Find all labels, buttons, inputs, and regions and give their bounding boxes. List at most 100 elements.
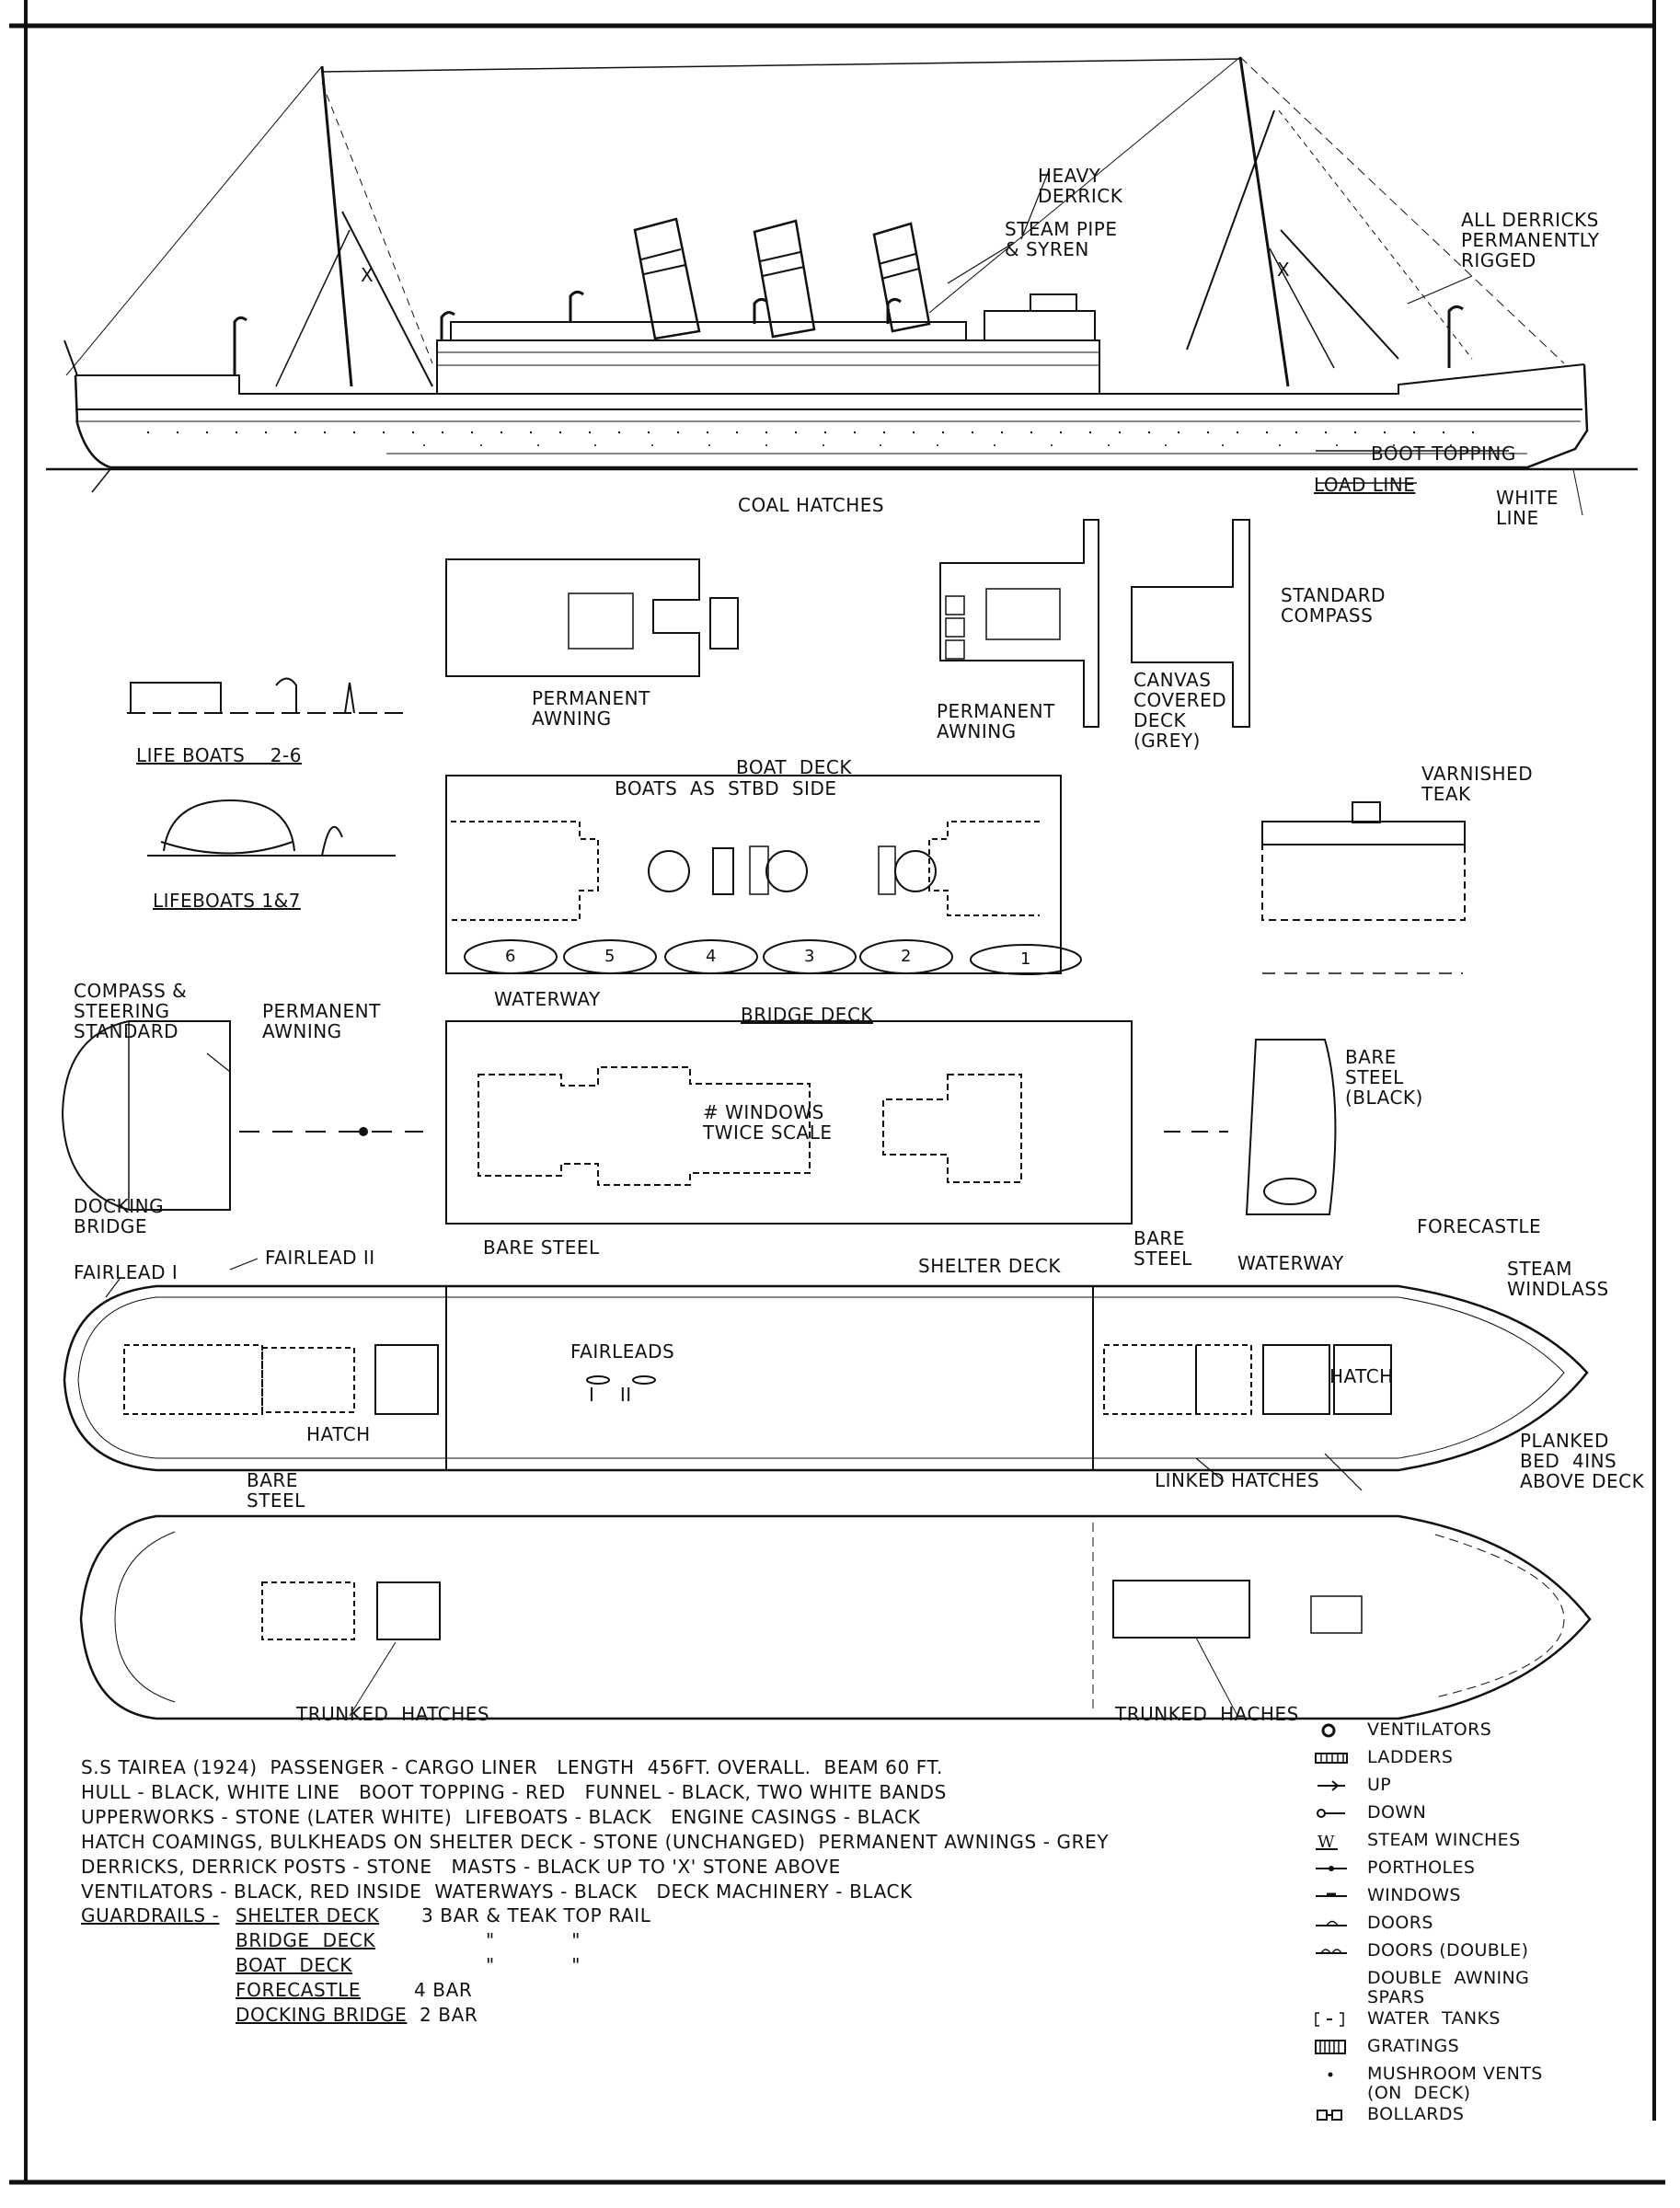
- ventilator-icon: [1321, 1723, 1336, 1738]
- permanent-awning-label-1: PERMANENT AWNING: [532, 687, 650, 730]
- ladder-icon: [1315, 1753, 1348, 1764]
- bollard-icon: [1317, 2110, 1342, 2121]
- guardrail-deck: BOAT DECK: [236, 1954, 352, 1976]
- lifeboat-number: 5: [604, 947, 616, 966]
- svg-text:W: W: [1318, 1833, 1335, 1852]
- legend-label: BOLLARDS: [1367, 2104, 1465, 2124]
- spec-line: HATCH COAMINGS, BULKHEADS ON SHELTER DEC…: [81, 1831, 1110, 1853]
- boat-deck-subtitle: BOATS AS STBD SIDE: [615, 777, 837, 799]
- guardrail-deck: DOCKING BRIDGE: [236, 2004, 408, 2026]
- legend-item: PORTHOLES: [1314, 1857, 1654, 1884]
- spec-line: UPPERWORKS - STONE (LATER WHITE) LIFEBOA…: [81, 1806, 921, 1828]
- compass-steering-label: COMPASS & STEERING STANDARD: [74, 980, 188, 1042]
- fairlead-2-label: FAIRLEAD II: [265, 1247, 375, 1269]
- legend-label: DOORS (DOUBLE): [1367, 1940, 1529, 1961]
- compass-platform-detail: [1131, 519, 1250, 728]
- guardrail-row: BRIDGE DECK " ": [81, 1929, 1277, 1954]
- legend-item: MUSHROOM VENTS (ON DECK): [1314, 2063, 1654, 2103]
- guardrail-spec: " ": [486, 1954, 581, 1976]
- docking-bridge-label: DOCKING BRIDGE: [74, 1195, 165, 1237]
- boat-deck-plan: [445, 775, 1062, 974]
- bridge-deck-plan: [445, 1020, 1228, 1225]
- all-derricks-label: ALL DERRICKS PERMANENTLY RIGGED: [1461, 209, 1600, 271]
- guardrail-spec: 4 BAR: [414, 1979, 473, 2001]
- varnished-teak-detail: [1261, 801, 1466, 974]
- fairlead-1-label: FAIRLEAD I: [74, 1261, 178, 1283]
- steam-pipe-label: STEAM PIPE & SYREN: [1005, 218, 1118, 260]
- awning-detail-fwd: [939, 519, 1099, 728]
- varnished-teak-label: VARNISHED TEAK: [1421, 763, 1534, 805]
- legend-item: VENTILATORS: [1314, 1719, 1654, 1746]
- ship-profile: [46, 56, 1638, 516]
- guardrail-deck: SHELTER DECK: [236, 1904, 380, 1926]
- bare-steel-label: BARE STEEL: [483, 1236, 600, 1259]
- guardrail-row: GUARDRAILS - SHELTER DECK 3 BAR & TEAK T…: [81, 1904, 1277, 1929]
- mushroom-vent-icon: [1328, 2072, 1333, 2077]
- lower-deck-plan: [79, 1514, 1592, 1720]
- guardrail-row: DOCKING BRIDGE 2 BAR: [81, 2004, 1277, 2029]
- legend-label: STEAM WINCHES: [1367, 1830, 1521, 1850]
- legend-item: WINDOWS: [1314, 1884, 1654, 1912]
- spec-line: S.S TAIREA (1924) PASSENGER - CARGO LINE…: [81, 1756, 943, 1778]
- lifeboat-number: 6: [505, 947, 516, 966]
- legend-label: GRATINGS: [1367, 2036, 1460, 2056]
- mast-mark-aft: X: [361, 264, 374, 286]
- lifeboats-1-7-label: LIFEBOATS 1&7: [153, 890, 301, 912]
- legend-item: W STEAM WINCHES: [1314, 1829, 1654, 1857]
- legend-label: LADDERS: [1367, 1747, 1454, 1767]
- legend-item: DOUBLE AWNING SPARS: [1314, 1967, 1654, 2007]
- compass-steering-standard-plan: [61, 1020, 423, 1211]
- guardrail-deck: BRIDGE DECK: [236, 1929, 376, 1951]
- shelter-deck-plan: [63, 1284, 1589, 1472]
- symbol-legend: VENTILATORS LADDERS UP DOWN W STEAM WINC…: [1314, 1719, 1654, 2131]
- mast-mark-fore: X: [1277, 259, 1291, 281]
- legend-item: DOWN: [1314, 1801, 1654, 1829]
- lifeboat-detail-1-7: [147, 799, 396, 857]
- legend-item: DOORS (DOUBLE): [1314, 1939, 1654, 1967]
- guardrail-spec: " ": [486, 1929, 581, 1951]
- legend-item: WATER TANKS: [1314, 2007, 1654, 2035]
- boat-deck-title: BOAT DECK: [736, 756, 852, 778]
- guardrail-spec: 2 BAR: [420, 2004, 478, 2026]
- guardrail-row: BOAT DECK " ": [81, 1954, 1277, 1979]
- legend-item: DOORS: [1314, 1912, 1654, 1939]
- bridge-deck-title: BRIDGE DECK: [741, 1004, 874, 1026]
- leader-lines: [105, 169, 1473, 1491]
- awning-spar-icon: [1314, 1967, 1360, 1991]
- shelter-deck-title: SHELTER DECK: [918, 1255, 1061, 1277]
- legend-label: WINDOWS: [1367, 1885, 1461, 1905]
- legend-label: DOUBLE AWNING SPARS: [1367, 1968, 1530, 2007]
- arrow-down-icon: [1317, 1809, 1345, 1818]
- legend-label: PORTHOLES: [1367, 1857, 1476, 1878]
- hatch-fwd-label: HATCH: [1329, 1365, 1394, 1387]
- permanent-awning-label-2: PERMANENT AWNING: [937, 700, 1055, 742]
- spec-line: HULL - BLACK, WHITE LINE BOOT TOPPING - …: [81, 1781, 947, 1803]
- load-line-label: LOAD LINE: [1314, 474, 1416, 496]
- legend-label: UP: [1367, 1775, 1392, 1795]
- canvas-covered-deck-label: CANVAS COVERED DECK (GREY): [1133, 669, 1227, 752]
- lifeboat-row: [464, 939, 1082, 975]
- guardrail-spec: 3 BAR & TEAK TOP RAIL: [421, 1904, 651, 1926]
- legend-label: VENTILATORS: [1367, 1719, 1492, 1740]
- docking-bridge-fwd-plan: [1245, 1039, 1337, 1215]
- boot-topping-label: BOOT TOPPING: [1371, 443, 1516, 465]
- double-door-icon: [1316, 1949, 1347, 1954]
- window-icon: [1316, 1892, 1347, 1897]
- grating-icon: [1315, 2040, 1346, 2054]
- life-boats-2-6-label: LIFE BOATS 2-6: [136, 744, 302, 766]
- fairleads-marks: I II: [589, 1384, 632, 1406]
- planked-bed-label: PLANKED BED 4INS ABOVE DECK: [1520, 1430, 1645, 1492]
- trunked-haches-label: TRUNKED HACHES: [1115, 1703, 1299, 1725]
- bare-steel-aft-label: BARE STEEL: [247, 1469, 305, 1512]
- arrow-up-icon: [1318, 1780, 1345, 1791]
- spec-line: VENTILATORS - BLACK, RED INSIDE WATERWAY…: [81, 1880, 913, 1903]
- fairleads-label: FAIRLEADS: [570, 1340, 675, 1363]
- bridge-waterway-label: WATERWAY: [494, 988, 601, 1010]
- forecastle-label: FORECASTLE: [1417, 1215, 1542, 1237]
- bridge-permanent-awning-label: PERMANENT AWNING: [262, 1000, 381, 1042]
- windows-twice-scale-note: # WINDOWS TWICE SCALE: [703, 1101, 833, 1144]
- water-tank-icon: [1315, 2012, 1344, 2027]
- white-line-label: WHITE LINE: [1496, 487, 1559, 529]
- legend-label: MUSHROOM VENTS (ON DECK): [1367, 2064, 1543, 2103]
- legend-label: DOORS: [1367, 1913, 1433, 1933]
